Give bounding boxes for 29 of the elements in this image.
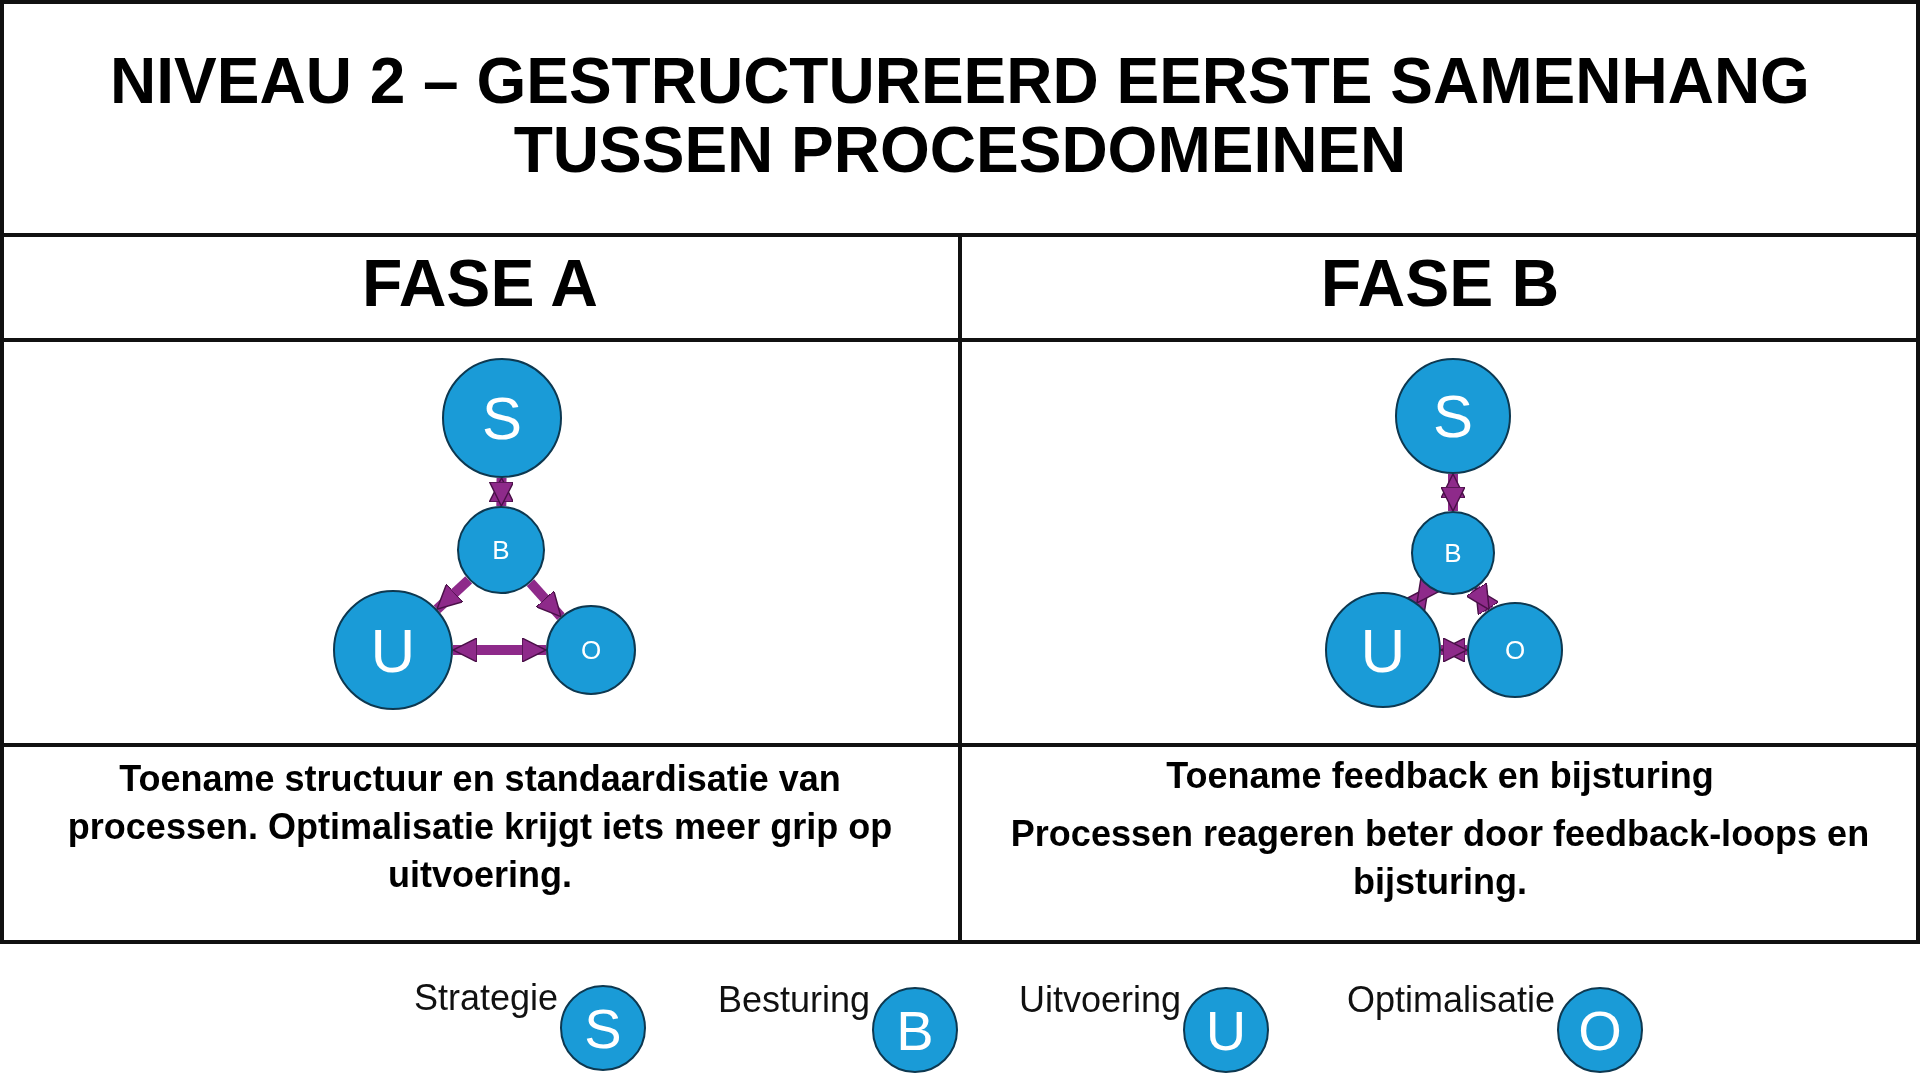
arrow	[1440, 473, 1466, 512]
description-heading: Toename feedback en bijsturing	[1165, 754, 1715, 798]
column-header: FASE B	[1319, 245, 1561, 321]
arrow	[1440, 637, 1468, 663]
circle-node: B	[872, 987, 958, 1073]
circle-node: S	[442, 358, 562, 478]
circle-node: U	[1183, 987, 1269, 1073]
arrow	[452, 637, 547, 663]
arrow	[526, 579, 565, 620]
circle-node: B	[457, 506, 545, 594]
arrow	[1465, 582, 1500, 616]
circle-node: S	[560, 985, 646, 1071]
circle-node: O	[546, 605, 636, 695]
description-text: Processen reageren beter door feedback-loops en bijsturing.	[1009, 812, 1871, 904]
legend-text: Strategie	[413, 977, 558, 1019]
circle-node: S	[1395, 358, 1511, 474]
circle-node: U	[1325, 592, 1441, 708]
arrow	[488, 477, 515, 507]
legend-text: Besturing	[717, 979, 870, 1021]
legend-text: Optimalisatie	[1346, 979, 1555, 1021]
title: NIVEAU 2 – GESTRUCTUREERD EERSTE SAMENHANG TUSSEN PROCESDOMEINEN	[109, 46, 1811, 186]
description-text: Toename structuur en standaardisatie van processen. Optimalisatie krijgt iets meer grip op uitvoering.	[66, 757, 894, 897]
circle-node: B	[1411, 511, 1495, 595]
legend-text: Uitvoering	[1018, 979, 1181, 1021]
circle-node: O	[1557, 987, 1643, 1073]
arrow	[433, 576, 473, 613]
column-header: FASE A	[361, 245, 599, 321]
circle-node: O	[1467, 602, 1563, 698]
circle-node: U	[333, 590, 453, 710]
